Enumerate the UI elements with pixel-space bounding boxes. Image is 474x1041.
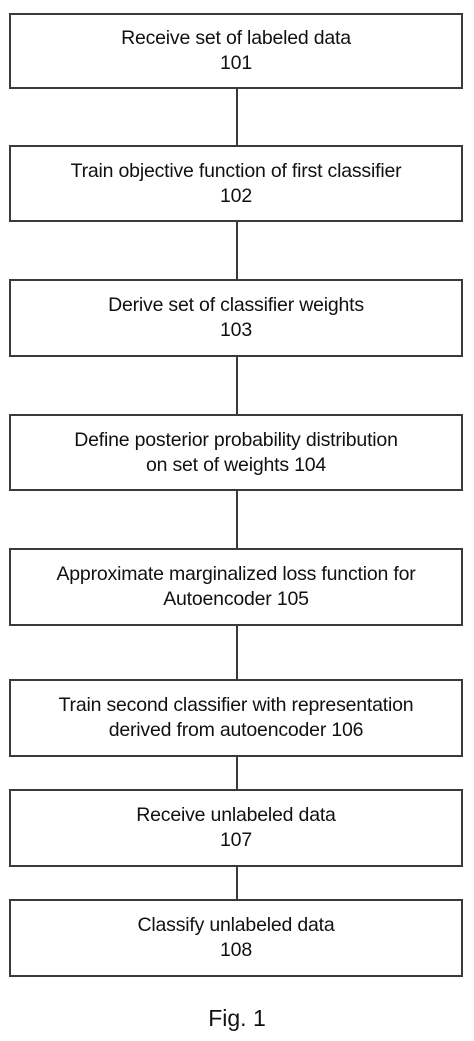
step-box-106: Train second classifier with representat… — [9, 679, 463, 757]
figure-caption: Fig. 1 — [208, 1005, 266, 1031]
step-text: 108 — [220, 939, 252, 961]
step-text: derived from autoencoder 106 — [108, 719, 364, 741]
step-box-104: Define posterior probability distributio… — [9, 414, 463, 491]
step-box-105: Approximate marginalized loss function f… — [9, 548, 463, 626]
connector-line — [236, 867, 238, 899]
step-text: Train objective function of first classi… — [70, 159, 402, 182]
step-text: Train second classifier with representat… — [58, 694, 414, 716]
step-text: Derive set of classifier weights — [108, 294, 364, 316]
step-text: Define posterior probability distributio… — [74, 428, 398, 451]
step-box-102: Train objective function of first classi… — [9, 145, 463, 222]
step-text: Autoencoder 105 — [163, 588, 309, 610]
step-text: on set of weights 104 — [145, 453, 327, 476]
step-text: 102 — [220, 184, 252, 207]
connector-line — [236, 357, 238, 414]
connector-line — [236, 222, 238, 279]
step-text: 107 — [220, 829, 252, 851]
step-text: 101 — [220, 52, 252, 74]
connector-line — [236, 757, 238, 789]
connector-line — [236, 491, 238, 548]
step-text: Receive set of labeled data — [121, 27, 351, 49]
connector-line — [236, 89, 238, 145]
step-box-107: Receive unlabeled data 107 — [9, 789, 463, 867]
step-text: Classify unlabeled data — [137, 914, 335, 936]
step-text: 103 — [220, 319, 252, 341]
step-text: Receive unlabeled data — [136, 804, 336, 826]
connector-line — [236, 626, 238, 679]
step-box-108: Classify unlabeled data 108 — [9, 899, 463, 977]
step-text: Approximate marginalized loss function f… — [56, 563, 416, 585]
step-box-101: Receive set of labeled data 101 — [9, 13, 463, 89]
step-box-103: Derive set of classifier weights 103 — [9, 279, 463, 357]
